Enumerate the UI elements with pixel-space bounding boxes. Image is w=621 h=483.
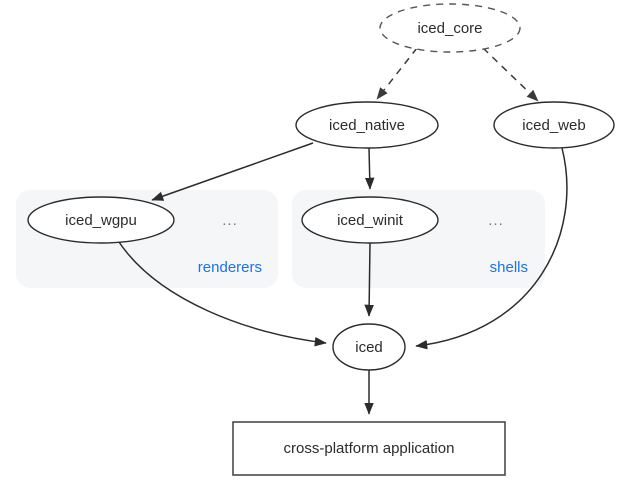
node-iced-wgpu[interactable]: iced_wgpu [27,196,175,244]
node-iced-winit-label: iced_winit [337,212,404,229]
node-iced-shape[interactable] [332,323,406,371]
node-iced-winit[interactable]: iced_winit [301,196,439,244]
edge-iced-native-to-iced-winit [364,147,375,190]
node-iced-web-shape[interactable] [493,101,615,149]
edge-iced-winit-to-iced [364,242,374,317]
node-iced-winit-shape[interactable] [301,196,439,244]
edge-iced-core-to-iced-native [376,47,418,100]
node-iced-core-shape[interactable] [379,3,521,53]
cluster-renderers-label: renderers [198,259,262,276]
edge-iced-native-to-iced-wgpu [151,142,314,201]
node-iced-web[interactable]: iced_web [493,101,615,149]
node-iced-wgpu-label: iced_wgpu [65,212,137,229]
cluster-shells-label: shells [490,259,528,276]
node-iced-wgpu-shape[interactable] [27,196,175,244]
node-iced-web-label: iced_web [522,117,585,134]
edge-iced-web-to-iced [415,147,568,350]
cluster-renderers-ellipsis: ... [222,212,238,229]
node-iced-native-shape[interactable] [295,101,439,149]
node-cross-platform-application-label: cross-platform application [284,440,455,457]
node-iced-native-label: iced_native [329,117,405,134]
cluster-shells-ellipsis: ... [488,212,504,229]
node-iced-native[interactable]: iced_native [295,101,439,149]
node-iced-label: iced [355,339,383,356]
edge-iced-wgpu-to-iced [118,241,327,347]
node-iced-core-label: iced_core [417,20,482,37]
node-cross-platform-application-shape[interactable] [232,421,506,476]
node-cross-platform-application[interactable]: cross-platform application [232,421,506,476]
node-iced[interactable]: iced [332,323,406,371]
edge-iced-core-to-iced-web [482,47,539,102]
node-iced-core[interactable]: iced_core [379,3,521,53]
